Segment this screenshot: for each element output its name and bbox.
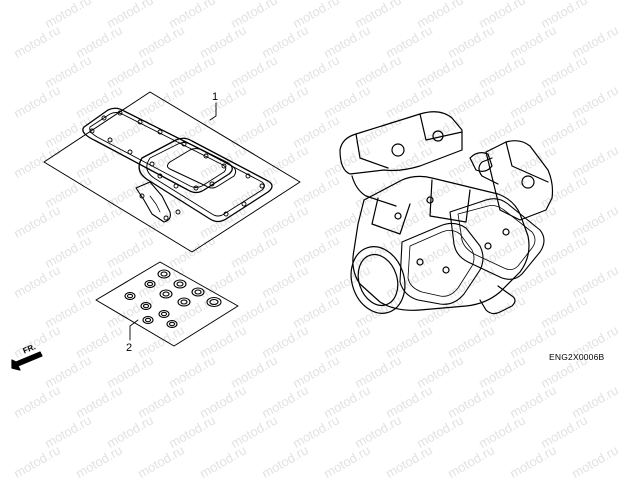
parts-drawing <box>11 91 554 371</box>
gasket-kit-a-panel[interactable] <box>43 91 301 253</box>
engine-illustration <box>339 111 554 315</box>
leader-line-1 <box>209 102 217 121</box>
diagram-code: ENG2X0006B <box>549 352 605 362</box>
callout-2-label: 2 <box>126 342 133 354</box>
front-direction-arrow-icon <box>11 351 43 371</box>
callout-1-label: 1 <box>212 91 219 103</box>
gasket-kit-b-panel[interactable] <box>95 261 239 347</box>
leader-line-2 <box>129 319 139 341</box>
